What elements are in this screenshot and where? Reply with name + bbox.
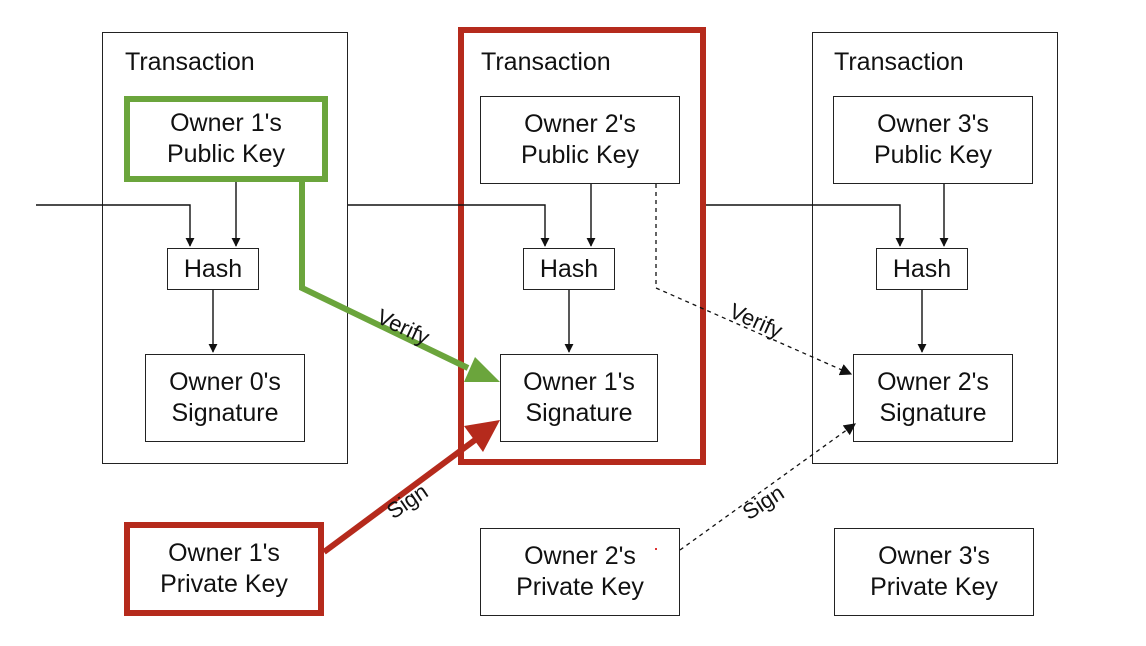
verify-dashed-label: Verify [726,298,786,343]
signature-line-2: Signature [171,399,279,427]
transaction-title-3: Transaction [834,48,964,76]
signature-line-1: Owner 2's [877,368,989,396]
public-key-line-1: Owner 3's [877,110,989,138]
chain-line-input [36,204,195,247]
verify-dashed-arrow [655,184,853,376]
chain-line-1-to-2 [348,204,550,247]
chain-line-2-to-3 [706,204,905,247]
private-key-line-2: Private Key [160,570,288,598]
sign-highlight-arrow [322,437,477,555]
verify-highlight-label: Verify [373,304,433,350]
public-key-line-2: Public Key [873,141,993,169]
signature-line-1: Owner 0's [169,368,281,396]
private-key-line-1: Owner 1's [168,539,280,567]
hash-box-2: Hash [523,248,615,290]
public-key-line-2: Public Key [166,140,286,168]
private-key-line-1: Owner 3's [878,542,990,570]
sign-dashed-arrow [679,423,856,551]
verify-highlight-arrow [299,182,470,371]
highlight-frame-transaction-2 [458,27,706,465]
sign-dashed-label: Sign [738,480,789,525]
public-key-line-1: Owner 2's [524,110,636,138]
sign-highlight-label: Sign [382,479,432,524]
signature-line-2: Signature [879,399,987,427]
red-dot-mark [655,548,657,550]
private-key-line-2: Private Key [870,573,998,601]
hash-label: Hash [892,254,952,283]
transaction-title-2: Transaction [481,48,611,76]
public-key-line-1: Owner 1's [170,109,282,137]
hash-label: Hash [183,254,243,283]
transaction-title-1: Transaction [125,48,255,76]
public-key-line-2: Public Key [520,141,640,169]
signature-line-1: Owner 1's [523,368,635,396]
sign-highlight-arrowhead [464,420,500,452]
hash-box-3: Hash [876,248,968,290]
verify-highlight-arrowhead [464,357,500,382]
private-key-line-2: Private Key [516,573,644,601]
hash-box-1: Hash [167,248,259,290]
signature-line-2: Signature [525,399,633,427]
private-key-line-1: Owner 2's [524,542,636,570]
hash-label: Hash [539,254,599,283]
